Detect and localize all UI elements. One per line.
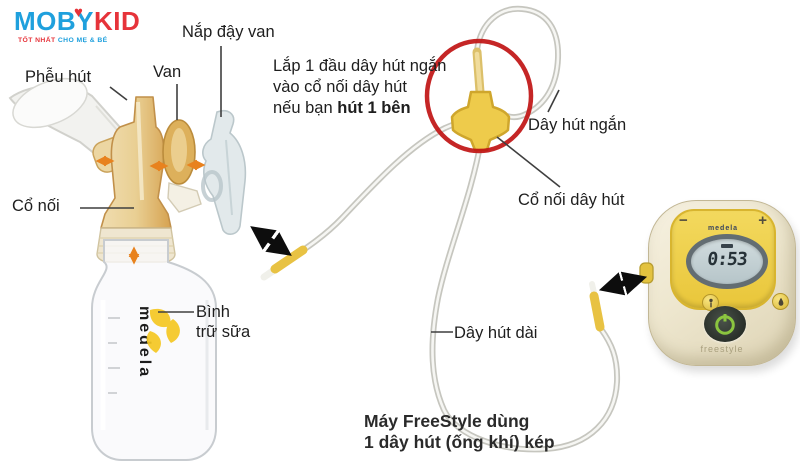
connection-arrows <box>250 226 648 296</box>
instruction-line3: nếu bạn hút 1 bên <box>273 98 446 119</box>
note-line1: Máy FreeStyle dùng <box>364 411 530 431</box>
tube-connector-graphic <box>450 90 511 152</box>
label-funnel: Phễu hút <box>25 68 92 86</box>
label-long-tube: Dây hút dài <box>454 324 538 342</box>
note-line2: 1 dây hút (ống khí) kép <box>364 432 555 452</box>
lcd-time: 0:53 <box>706 249 748 270</box>
storage-bottle-graphic: medela <box>91 227 217 461</box>
logo-text-moby: MOBY <box>14 6 94 36</box>
instruction-line2: vào cổ nối dây hút <box>273 78 407 96</box>
logo-text: MOBYKID ♥ <box>14 4 141 36</box>
label-valve-cap: Nắp đậy van <box>182 23 275 41</box>
logo-tagline: TỐT NHẤT CHO MẸ & BÉ <box>18 37 140 44</box>
logo-tagline-part1: TỐT NHẤT <box>18 37 56 44</box>
connector-graphic <box>92 96 172 229</box>
label-storage-bottle: Bình trữ sữa <box>196 302 250 342</box>
valve-graphic <box>162 119 202 213</box>
drop-icon <box>778 297 783 306</box>
label-storage-bottle-line1: Bình <box>196 303 230 321</box>
note-text: Máy FreeStyle dùng 1 dây hút (ống khí) k… <box>364 411 555 453</box>
valve-cap-graphic <box>201 109 247 235</box>
freestyle-pump-device: − + medela 0:53 <box>648 200 796 366</box>
power-icon <box>715 314 735 335</box>
label-connector: Cổ nối <box>12 197 60 215</box>
mobykid-logo: MOBYKID ♥ TỐT NHẤT CHO MẸ & BÉ <box>14 4 141 44</box>
letdown-icon <box>708 298 713 307</box>
label-short-tube: Dây hút ngắn <box>528 116 627 134</box>
device-model-text: freestyle <box>700 344 744 354</box>
arrow-pump-to-tube <box>250 226 292 256</box>
label-tube-connector: Cổ nối dây hút <box>518 191 625 209</box>
drop-button <box>772 293 789 310</box>
instruction-line1: Lắp 1 đầu dây hút ngắn <box>273 57 447 75</box>
instruction-line3-bold: hút 1 bên <box>337 99 411 117</box>
logo-tagline-part2: CHO MẸ & BÉ <box>57 37 108 44</box>
label-valve: Van <box>153 63 182 81</box>
minus-button-label: − <box>679 212 688 229</box>
label-storage-bottle-line2: trữ sữa <box>196 323 251 341</box>
device-brand-text: medela <box>707 225 739 232</box>
arrow-tube-to-device <box>598 271 648 296</box>
plus-button-label: + <box>758 212 767 229</box>
medela-petals-icon <box>146 308 180 353</box>
heart-icon: ♥ <box>74 4 84 21</box>
instruction-text: Lắp 1 đầu dây hút ngắn vào cổ nối dây hú… <box>273 56 446 119</box>
power-button <box>704 306 746 342</box>
bottle-brand-text: medela <box>136 306 153 379</box>
lcd-mode-bar <box>721 244 733 248</box>
instruction-line3-prefix: nếu bạn <box>273 99 338 117</box>
lcd-display: 0:53 <box>686 234 768 289</box>
assembly-arrows <box>95 155 206 265</box>
logo-text-kid: KID <box>94 6 141 36</box>
device-control-panel: − + medela 0:53 <box>670 209 789 311</box>
